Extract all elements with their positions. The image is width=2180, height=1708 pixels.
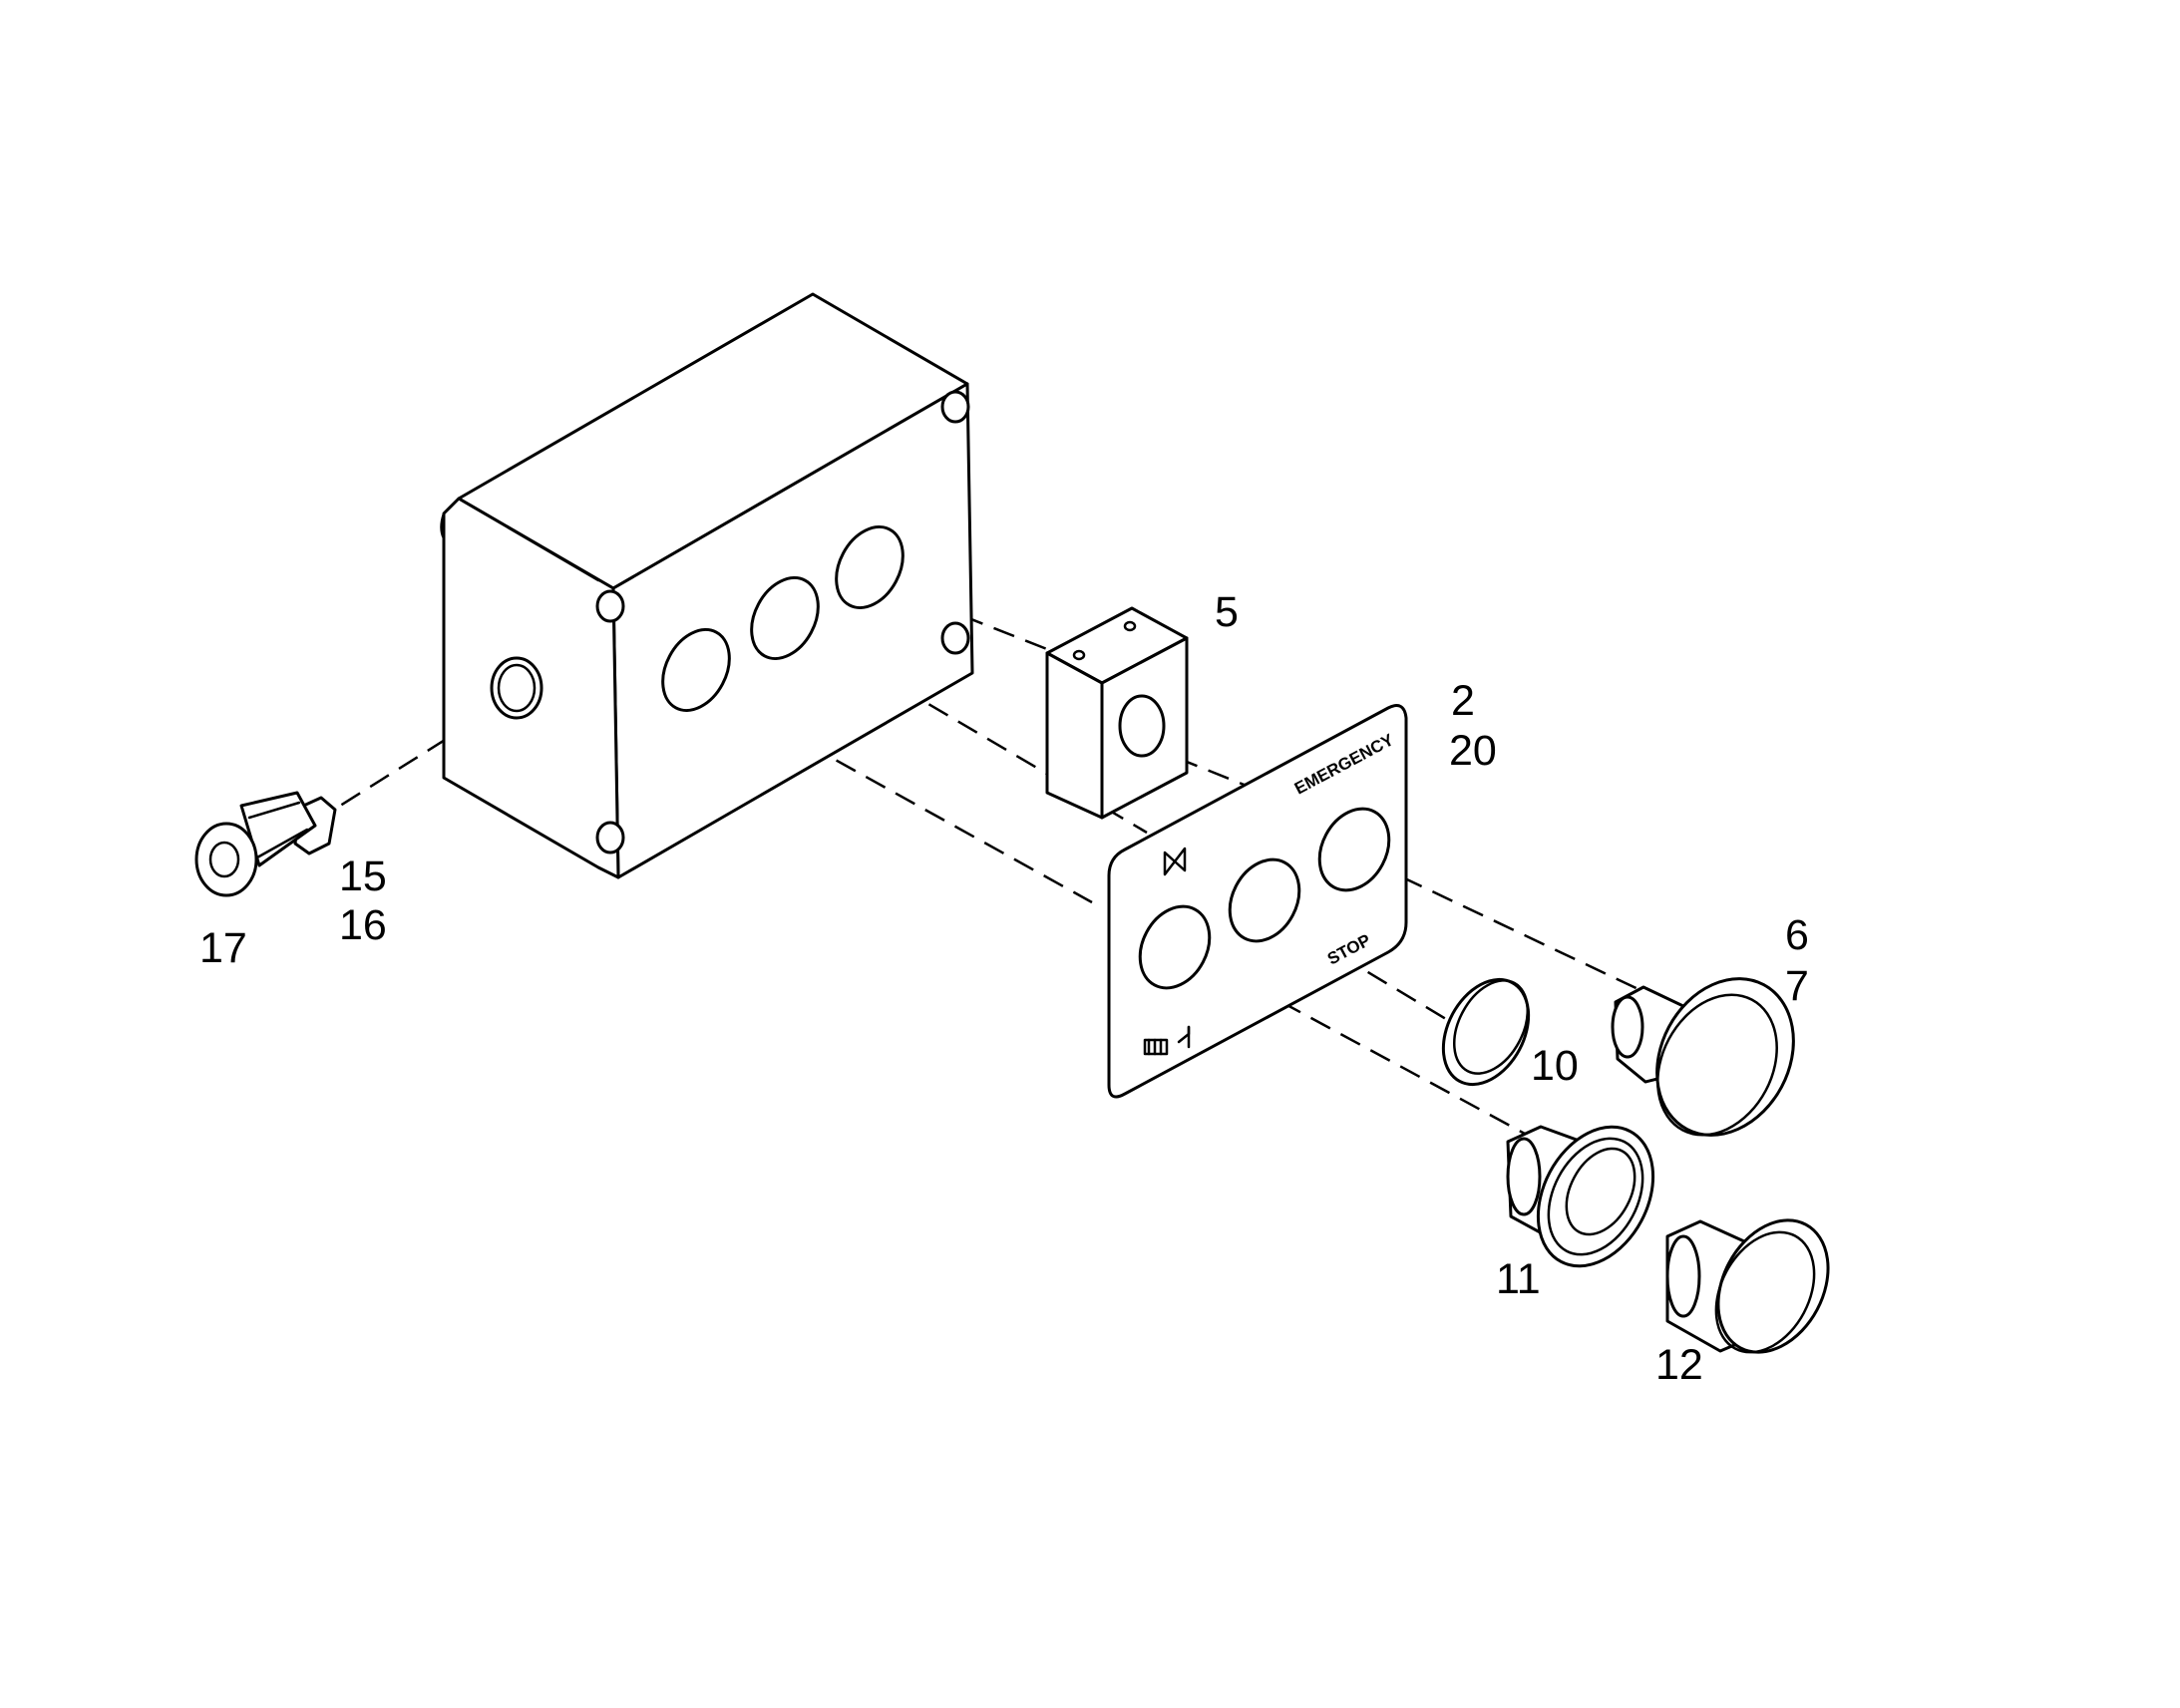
enclosure-box: [440, 292, 974, 879]
callout-17: 17: [199, 924, 247, 972]
callout-6: 6: [1785, 911, 1809, 959]
horn-symbol-icon: [1143, 1025, 1191, 1056]
mushroom-button: [1611, 977, 1795, 1137]
valve-symbol-icon: [1163, 847, 1187, 876]
lens: [1441, 977, 1531, 1087]
pushbutton-head: [1665, 1218, 1830, 1354]
callout-12: 12: [1655, 1341, 1703, 1389]
callout-2: 2: [1451, 677, 1475, 725]
callout-7: 7: [1785, 962, 1809, 1010]
cable-gland: [194, 791, 337, 897]
callout-10: 10: [1531, 1042, 1579, 1090]
callout-15: 15: [339, 853, 387, 900]
callout-labels: 5 2 20 15 16 17 6 7 10 11 12: [199, 588, 1809, 1389]
front-plate: EMERGENCY STOP: [1107, 704, 1408, 1099]
callout-11: 11: [1496, 1255, 1541, 1303]
callout-5: 5: [1215, 588, 1239, 636]
callout-16: 16: [339, 901, 387, 949]
callout-20: 20: [1449, 727, 1497, 775]
pushbutton-collar: [1506, 1125, 1655, 1268]
contact-block: [1045, 606, 1189, 820]
